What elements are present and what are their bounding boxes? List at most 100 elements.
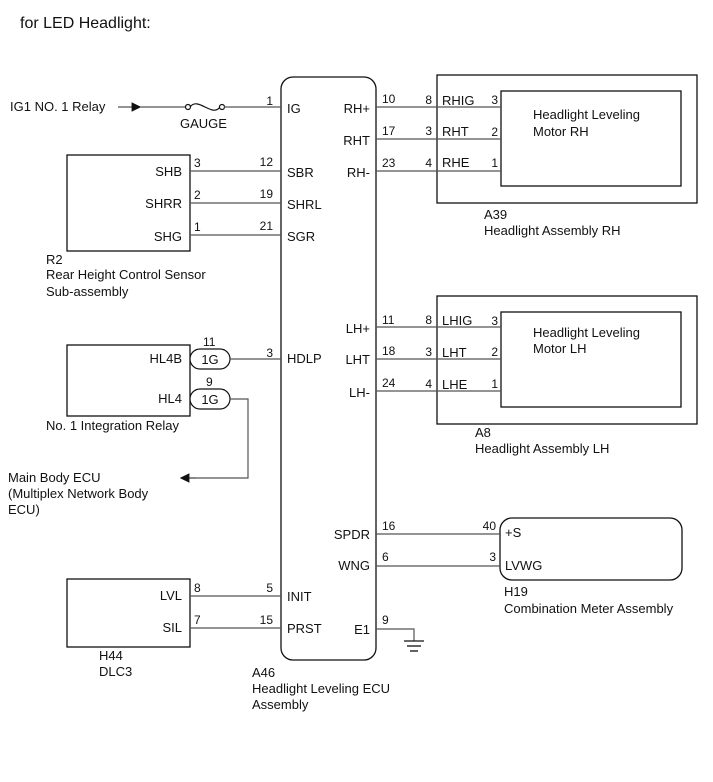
- fuse-terminal-right: [218, 103, 226, 111]
- ecu-pin-hdlp: 3: [266, 346, 273, 360]
- ecu-pin-rht: 17: [382, 124, 396, 138]
- lh-motor-pin-1: 1: [491, 377, 498, 391]
- rh-motor-line1: Headlight Leveling: [533, 107, 640, 122]
- ecu-terminal-lh-plus: LH+: [346, 321, 370, 336]
- ecu-pin-rh-plus: 10: [382, 92, 396, 106]
- rh-outer-pin-rhe: 4: [425, 156, 432, 170]
- sensor-code: R2: [46, 252, 63, 267]
- lh-outer-pin-lhe: 4: [425, 377, 432, 391]
- lh-terminal-lhe: LHE: [442, 377, 468, 392]
- relay-pin-hl4: 9: [206, 375, 213, 389]
- ecu-pin-lht: 18: [382, 344, 396, 358]
- relay-name: No. 1 Integration Relay: [46, 418, 179, 433]
- ecu-terminal-prst: PRST: [287, 621, 322, 636]
- meter-terminal-s: +S: [505, 525, 522, 540]
- rh-assembly-code: A39: [484, 207, 507, 222]
- meter-name: Combination Meter Assembly: [504, 601, 674, 616]
- ecu-terminal-spdr: SPDR: [334, 527, 370, 542]
- fuse-icon: [189, 103, 221, 111]
- rh-terminal-rhig: RHIG: [442, 93, 475, 108]
- ecu-terminal-sgr: SGR: [287, 229, 315, 244]
- diagram-title: for LED Headlight:: [20, 15, 151, 32]
- rh-outer-pin-rhig: 8: [425, 93, 432, 107]
- ecu-pin-ig: 1: [266, 94, 273, 108]
- ecu-terminal-hdlp: HDLP: [287, 351, 322, 366]
- lh-assembly-code: A8: [475, 425, 491, 440]
- relay-box: [66, 344, 191, 417]
- ecu-pin-sbr: 12: [260, 155, 274, 169]
- lh-motor-pin-3: 3: [491, 314, 498, 328]
- rh-motor-pin-2: 2: [491, 125, 498, 139]
- fuse-label: GAUGE: [180, 116, 227, 131]
- connector-1g-upper-label: 1G: [201, 352, 218, 367]
- meter-box: [499, 517, 683, 581]
- lh-terminal-lhig: LHIG: [442, 313, 472, 328]
- meter-pin-s: 40: [483, 519, 497, 533]
- ecu-name-line1: Headlight Leveling ECU: [252, 681, 390, 696]
- main-body-ecu-line2: (Multiplex Network Body: [8, 486, 149, 501]
- ecu-terminal-rh-minus: RH-: [347, 165, 370, 180]
- sensor-terminal-shrr: SHRR: [145, 196, 182, 211]
- meter-code: H19: [504, 584, 528, 599]
- ecu-terminal-init: INIT: [287, 589, 312, 604]
- rh-motor-line2: Motor RH: [533, 124, 589, 139]
- connector-1g-lower-label: 1G: [201, 392, 218, 407]
- ecu-terminal-lht: LHT: [345, 352, 370, 367]
- rh-terminal-rhe: RHE: [442, 155, 470, 170]
- ecu-terminal-wng: WNG: [338, 558, 370, 573]
- rh-assembly-name: Headlight Assembly RH: [484, 223, 621, 238]
- ecu-terminal-ig: IG: [287, 101, 301, 116]
- rh-motor-box: [500, 90, 682, 187]
- ecu-terminal-e1: E1: [354, 622, 370, 637]
- ecu-name-line2: Assembly: [252, 697, 309, 712]
- ecu-pin-wng: 6: [382, 550, 389, 564]
- dlc-pin-lvl: 8: [194, 581, 201, 595]
- rh-terminal-rht: RHT: [442, 124, 469, 139]
- relay-terminal-hl4b: HL4B: [149, 351, 182, 366]
- dlc-code: H44: [99, 648, 123, 663]
- ecu-pin-prst: 15: [260, 613, 274, 627]
- dlc-terminal-sil: SIL: [162, 620, 182, 635]
- ecu-pin-shrl: 19: [260, 187, 274, 201]
- ecu-box: [280, 76, 377, 661]
- wire-hl4: [186, 398, 249, 479]
- lh-motor-pin-2: 2: [491, 345, 498, 359]
- sensor-box: [66, 154, 191, 252]
- lh-terminal-lht: LHT: [442, 345, 467, 360]
- ecu-terminal-shrl: SHRL: [287, 197, 322, 212]
- ecu-terminal-lh-minus: LH-: [349, 385, 370, 400]
- ecu-terminal-sbr: SBR: [287, 165, 314, 180]
- lh-motor-line1: Headlight Leveling: [533, 325, 640, 340]
- main-body-ecu-line1: Main Body ECU: [8, 470, 100, 485]
- lh-assembly-name: Headlight Assembly LH: [475, 441, 609, 456]
- dlc-name: DLC3: [99, 664, 132, 679]
- lh-outer-pin-lht: 3: [425, 345, 432, 359]
- relay-pin-hl4b: 11: [203, 335, 216, 349]
- ig1-relay-label: IG1 NO. 1 Relay: [10, 99, 106, 114]
- ecu-terminal-rh-plus: RH+: [344, 101, 370, 116]
- ecu-terminal-rht: RHT: [343, 133, 370, 148]
- main-body-ecu-line3: ECU): [8, 502, 40, 517]
- lh-motor-line2: Motor LH: [533, 341, 586, 356]
- lh-outer-pin-lhig: 8: [425, 313, 432, 327]
- meter-pin-lvwg: 3: [489, 550, 496, 564]
- sensor-pin-shb: 3: [194, 156, 201, 170]
- wire-e1: [376, 628, 415, 641]
- ecu-pin-lh-plus: 11: [382, 313, 395, 327]
- sensor-terminal-shb: SHB: [155, 164, 182, 179]
- rh-motor-pin-3: 3: [491, 93, 498, 107]
- meter-terminal-lvwg: LVWG: [505, 558, 542, 573]
- ecu-pin-init: 5: [266, 581, 273, 595]
- ecu-pin-lh-minus: 24: [382, 376, 396, 390]
- ecu-pin-e1: 9: [382, 613, 389, 627]
- ecu-pin-rh-minus: 23: [382, 156, 396, 170]
- ecu-pin-spdr: 16: [382, 519, 396, 533]
- sensor-name-line1: Rear Height Control Sensor: [46, 267, 206, 282]
- dlc-box: [66, 578, 191, 648]
- fuse-terminal-left: [184, 103, 192, 111]
- rh-outer-pin-rht: 3: [425, 124, 432, 138]
- rh-motor-pin-1: 1: [491, 156, 498, 170]
- sensor-terminal-shg: SHG: [154, 229, 182, 244]
- dlc-pin-sil: 7: [194, 613, 201, 627]
